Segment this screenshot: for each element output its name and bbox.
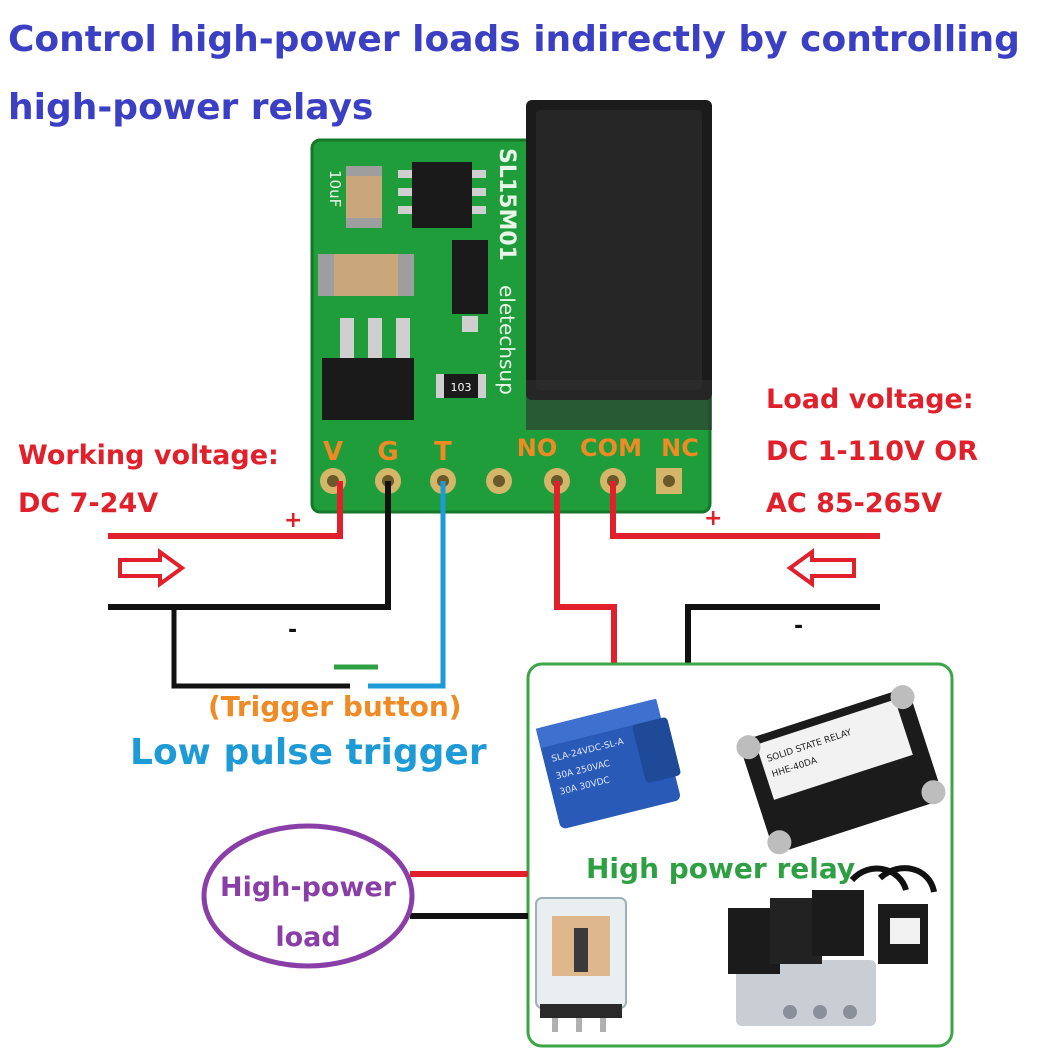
- arrow-left-icon: [786, 548, 856, 588]
- voltage-regulator: [322, 358, 414, 420]
- wire-load-minus: [685, 604, 880, 664]
- clear-relay-image: [535, 897, 627, 1032]
- working-voltage-label: Working voltage:: [18, 440, 279, 471]
- working-plus-sign: +: [284, 508, 303, 533]
- capacitor-label: 10uF: [326, 170, 344, 207]
- resistor-code: 103: [451, 381, 472, 394]
- wire-trigger: [368, 481, 446, 689]
- trigger-button-label: (Trigger button): [208, 690, 462, 723]
- wire-com-plus: [610, 481, 880, 539]
- title-line-1: Control high-power loads indirectly by c…: [8, 19, 1020, 60]
- wire-no: [554, 481, 617, 664]
- blue-relay-image: SLA-24VDC-SL-A 30A 250VAC 30A 30VDC: [535, 698, 681, 829]
- pin-label-v: V: [323, 437, 343, 467]
- inductor: [318, 254, 414, 296]
- load-voltage-line-1: DC 1-110V OR: [766, 436, 979, 467]
- solenoid-valve-image: [728, 865, 937, 1026]
- ic-chip: [412, 162, 472, 228]
- wire-ground-to-button: [171, 607, 350, 689]
- load-label-line-2: load: [275, 922, 341, 953]
- resistor: [440, 374, 482, 398]
- arrow-right-icon: [118, 548, 186, 588]
- pin-label-no: NO: [517, 434, 558, 462]
- load-voltage-label: Load voltage:: [766, 384, 974, 415]
- load-ellipse: [201, 823, 415, 969]
- trigger-mode-label: Low pulse trigger: [130, 732, 487, 773]
- board-model-text: SL15M01: [494, 148, 519, 261]
- wire-v-plus: [108, 481, 343, 539]
- transistor: [452, 240, 488, 314]
- solid-state-relay-image: SOLID STATE RELAY HHE-40DA: [736, 685, 946, 855]
- working-voltage-value: DC 7-24V: [18, 488, 159, 519]
- load-plus-sign: +: [704, 506, 723, 531]
- pin-label-nc: NC: [661, 434, 699, 462]
- pin-label-t: T: [434, 437, 452, 467]
- relay-module-board: 103 SL15M01 eletechsup 10uF V G T NO COM…: [310, 100, 712, 514]
- load-minus-sign: -: [794, 614, 804, 639]
- pin-label-com: COM: [580, 434, 642, 462]
- wire-g-minus: [108, 481, 391, 610]
- title-line-2: high-power relays: [8, 87, 374, 128]
- load-voltage-line-2: AC 85-265V: [766, 488, 943, 519]
- board-site-text: eletechsup: [495, 285, 519, 395]
- load-label-line-1: High-power: [219, 872, 397, 903]
- high-power-relay-label: High power relay: [586, 852, 856, 885]
- working-minus-sign: -: [288, 618, 298, 643]
- pin-label-g: G: [377, 437, 398, 467]
- capacitor: [346, 166, 382, 228]
